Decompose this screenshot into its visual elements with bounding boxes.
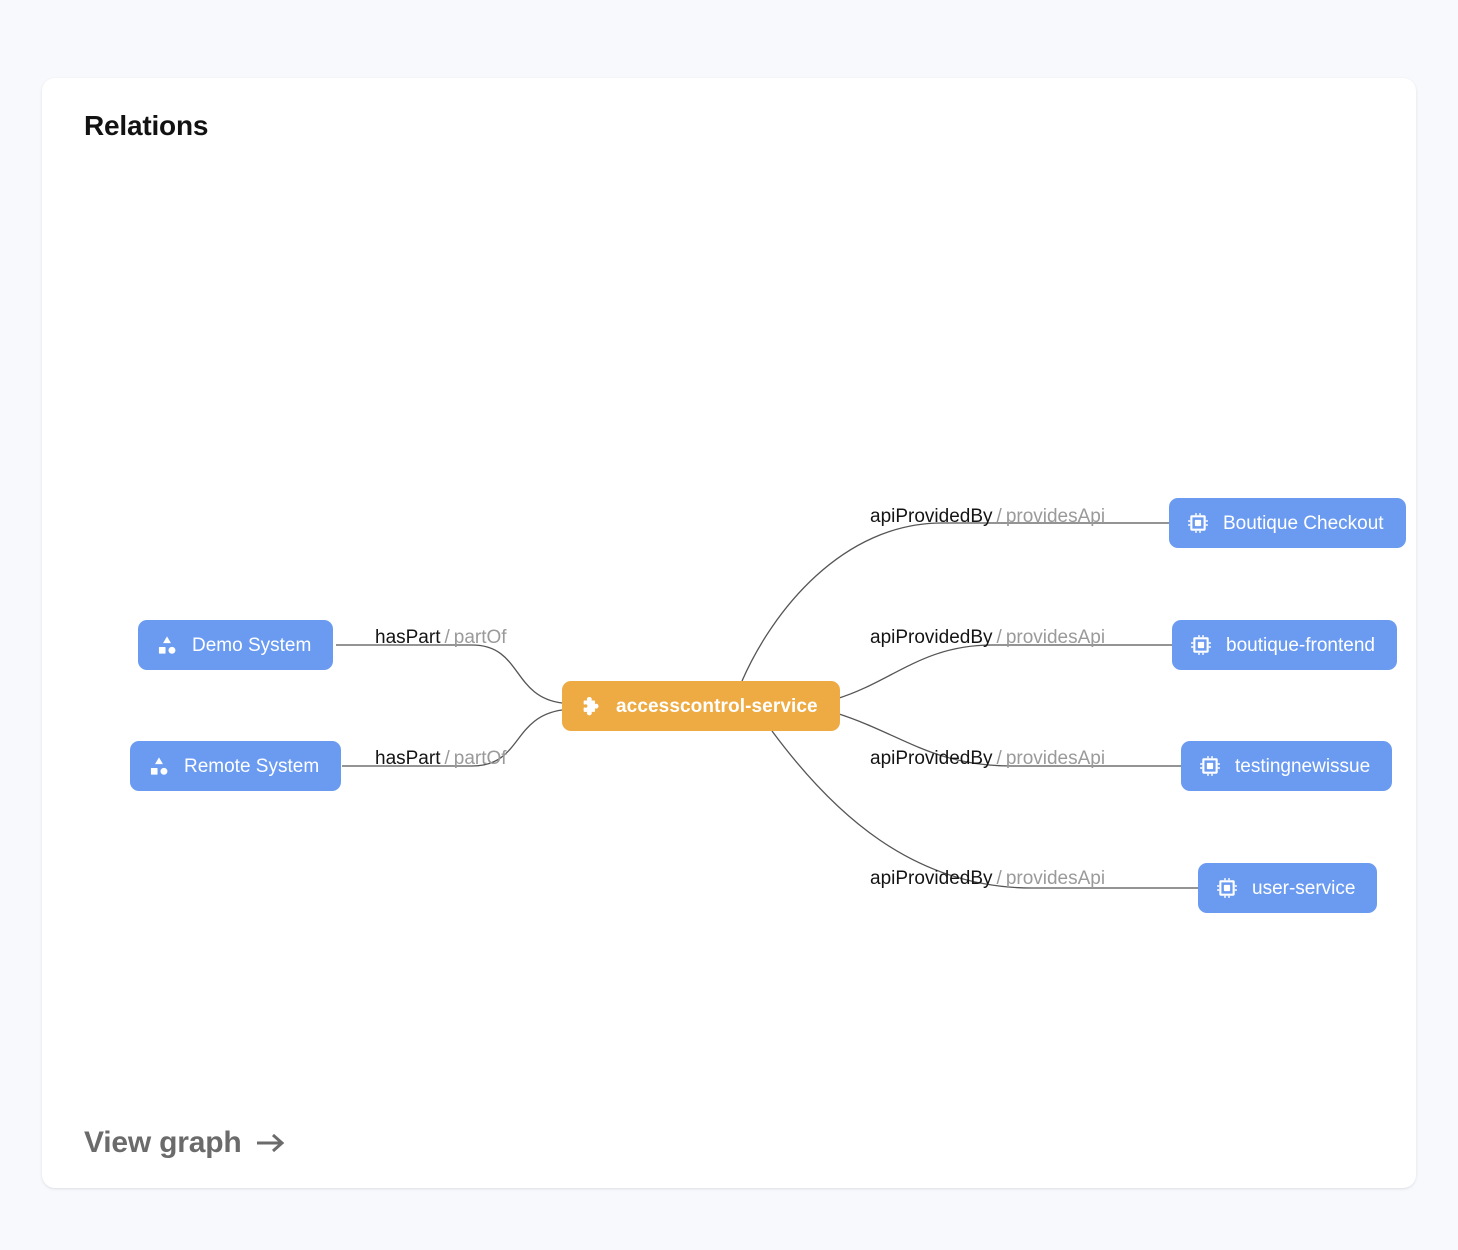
relation-reverse: providesApi	[1005, 868, 1106, 889]
relation-forward: apiProvidedBy	[870, 506, 993, 527]
graph-edges-layer	[336, 522, 1198, 889]
arrow-right-icon	[254, 1128, 286, 1158]
graph-node-user-service[interactable]: user-service	[1198, 863, 1378, 913]
relation-forward: apiProvidedBy	[870, 868, 993, 889]
graph-node-label: Demo System	[192, 634, 312, 656]
category-shapes-icon	[156, 634, 178, 656]
relation-reverse: partOf	[453, 748, 507, 769]
view-graph-link[interactable]: View graph	[84, 1126, 286, 1160]
graph-node-accesscontrol-service[interactable]: accesscontrol-service	[562, 681, 840, 731]
memory-chip-icon	[1190, 634, 1212, 656]
relation-reverse: providesApi	[1005, 506, 1106, 527]
graph-node-boutique-frontend[interactable]: boutique-frontend	[1172, 620, 1397, 670]
memory-chip-icon	[1187, 512, 1209, 534]
relation-reverse: providesApi	[1005, 748, 1106, 769]
edge-label: apiProvidedBy/providesApi	[870, 628, 1105, 647]
edge-label: hasPart/partOf	[375, 749, 507, 768]
memory-chip-icon	[1199, 755, 1221, 777]
relation-forward: apiProvidedBy	[870, 627, 993, 648]
relation-reverse: providesApi	[1005, 627, 1106, 648]
relation-forward: hasPart	[375, 748, 441, 769]
category-shapes-icon	[148, 755, 170, 777]
graph-node-demo-system[interactable]: Demo System	[138, 620, 334, 670]
relation-separator: /	[996, 506, 1002, 527]
edge-label: apiProvidedBy/providesApi	[870, 869, 1105, 888]
relation-separator: /	[444, 748, 450, 769]
memory-chip-icon	[1216, 877, 1238, 899]
page-title: Relations	[84, 110, 209, 141]
graph-node-label: testingnewissue	[1235, 755, 1371, 777]
graph-edge	[741, 522, 1169, 682]
puzzle-piece-icon	[580, 695, 602, 717]
graph-edge	[835, 644, 1172, 700]
edge-label: apiProvidedBy/providesApi	[870, 507, 1105, 526]
relation-separator: /	[444, 627, 450, 648]
graph-edge	[336, 644, 563, 704]
graph-node-boutique-checkout[interactable]: Boutique Checkout	[1169, 498, 1406, 548]
view-graph-label: View graph	[84, 1126, 242, 1159]
relation-reverse: partOf	[453, 627, 507, 648]
graph-node-label: Boutique Checkout	[1223, 512, 1384, 534]
graph-node-label: Remote System	[184, 755, 320, 777]
graph-node-remote-system[interactable]: Remote System	[130, 741, 342, 791]
edge-label: hasPart/partOf	[375, 628, 507, 647]
graph-node-label: accesscontrol-service	[616, 695, 818, 717]
graph-edge	[771, 730, 1198, 889]
graph-edge	[342, 709, 563, 767]
graph-node-testingnewissue[interactable]: testingnewissue	[1181, 741, 1393, 791]
relation-forward: hasPart	[375, 627, 441, 648]
relation-separator: /	[996, 627, 1002, 648]
relation-separator: /	[996, 748, 1002, 769]
edge-label: apiProvidedBy/providesApi	[870, 749, 1105, 768]
graph-node-label: user-service	[1252, 877, 1356, 899]
relation-separator: /	[996, 868, 1002, 889]
graph-edge	[835, 712, 1181, 767]
graph-node-label: boutique-frontend	[1226, 634, 1375, 656]
relation-forward: apiProvidedBy	[870, 748, 993, 769]
